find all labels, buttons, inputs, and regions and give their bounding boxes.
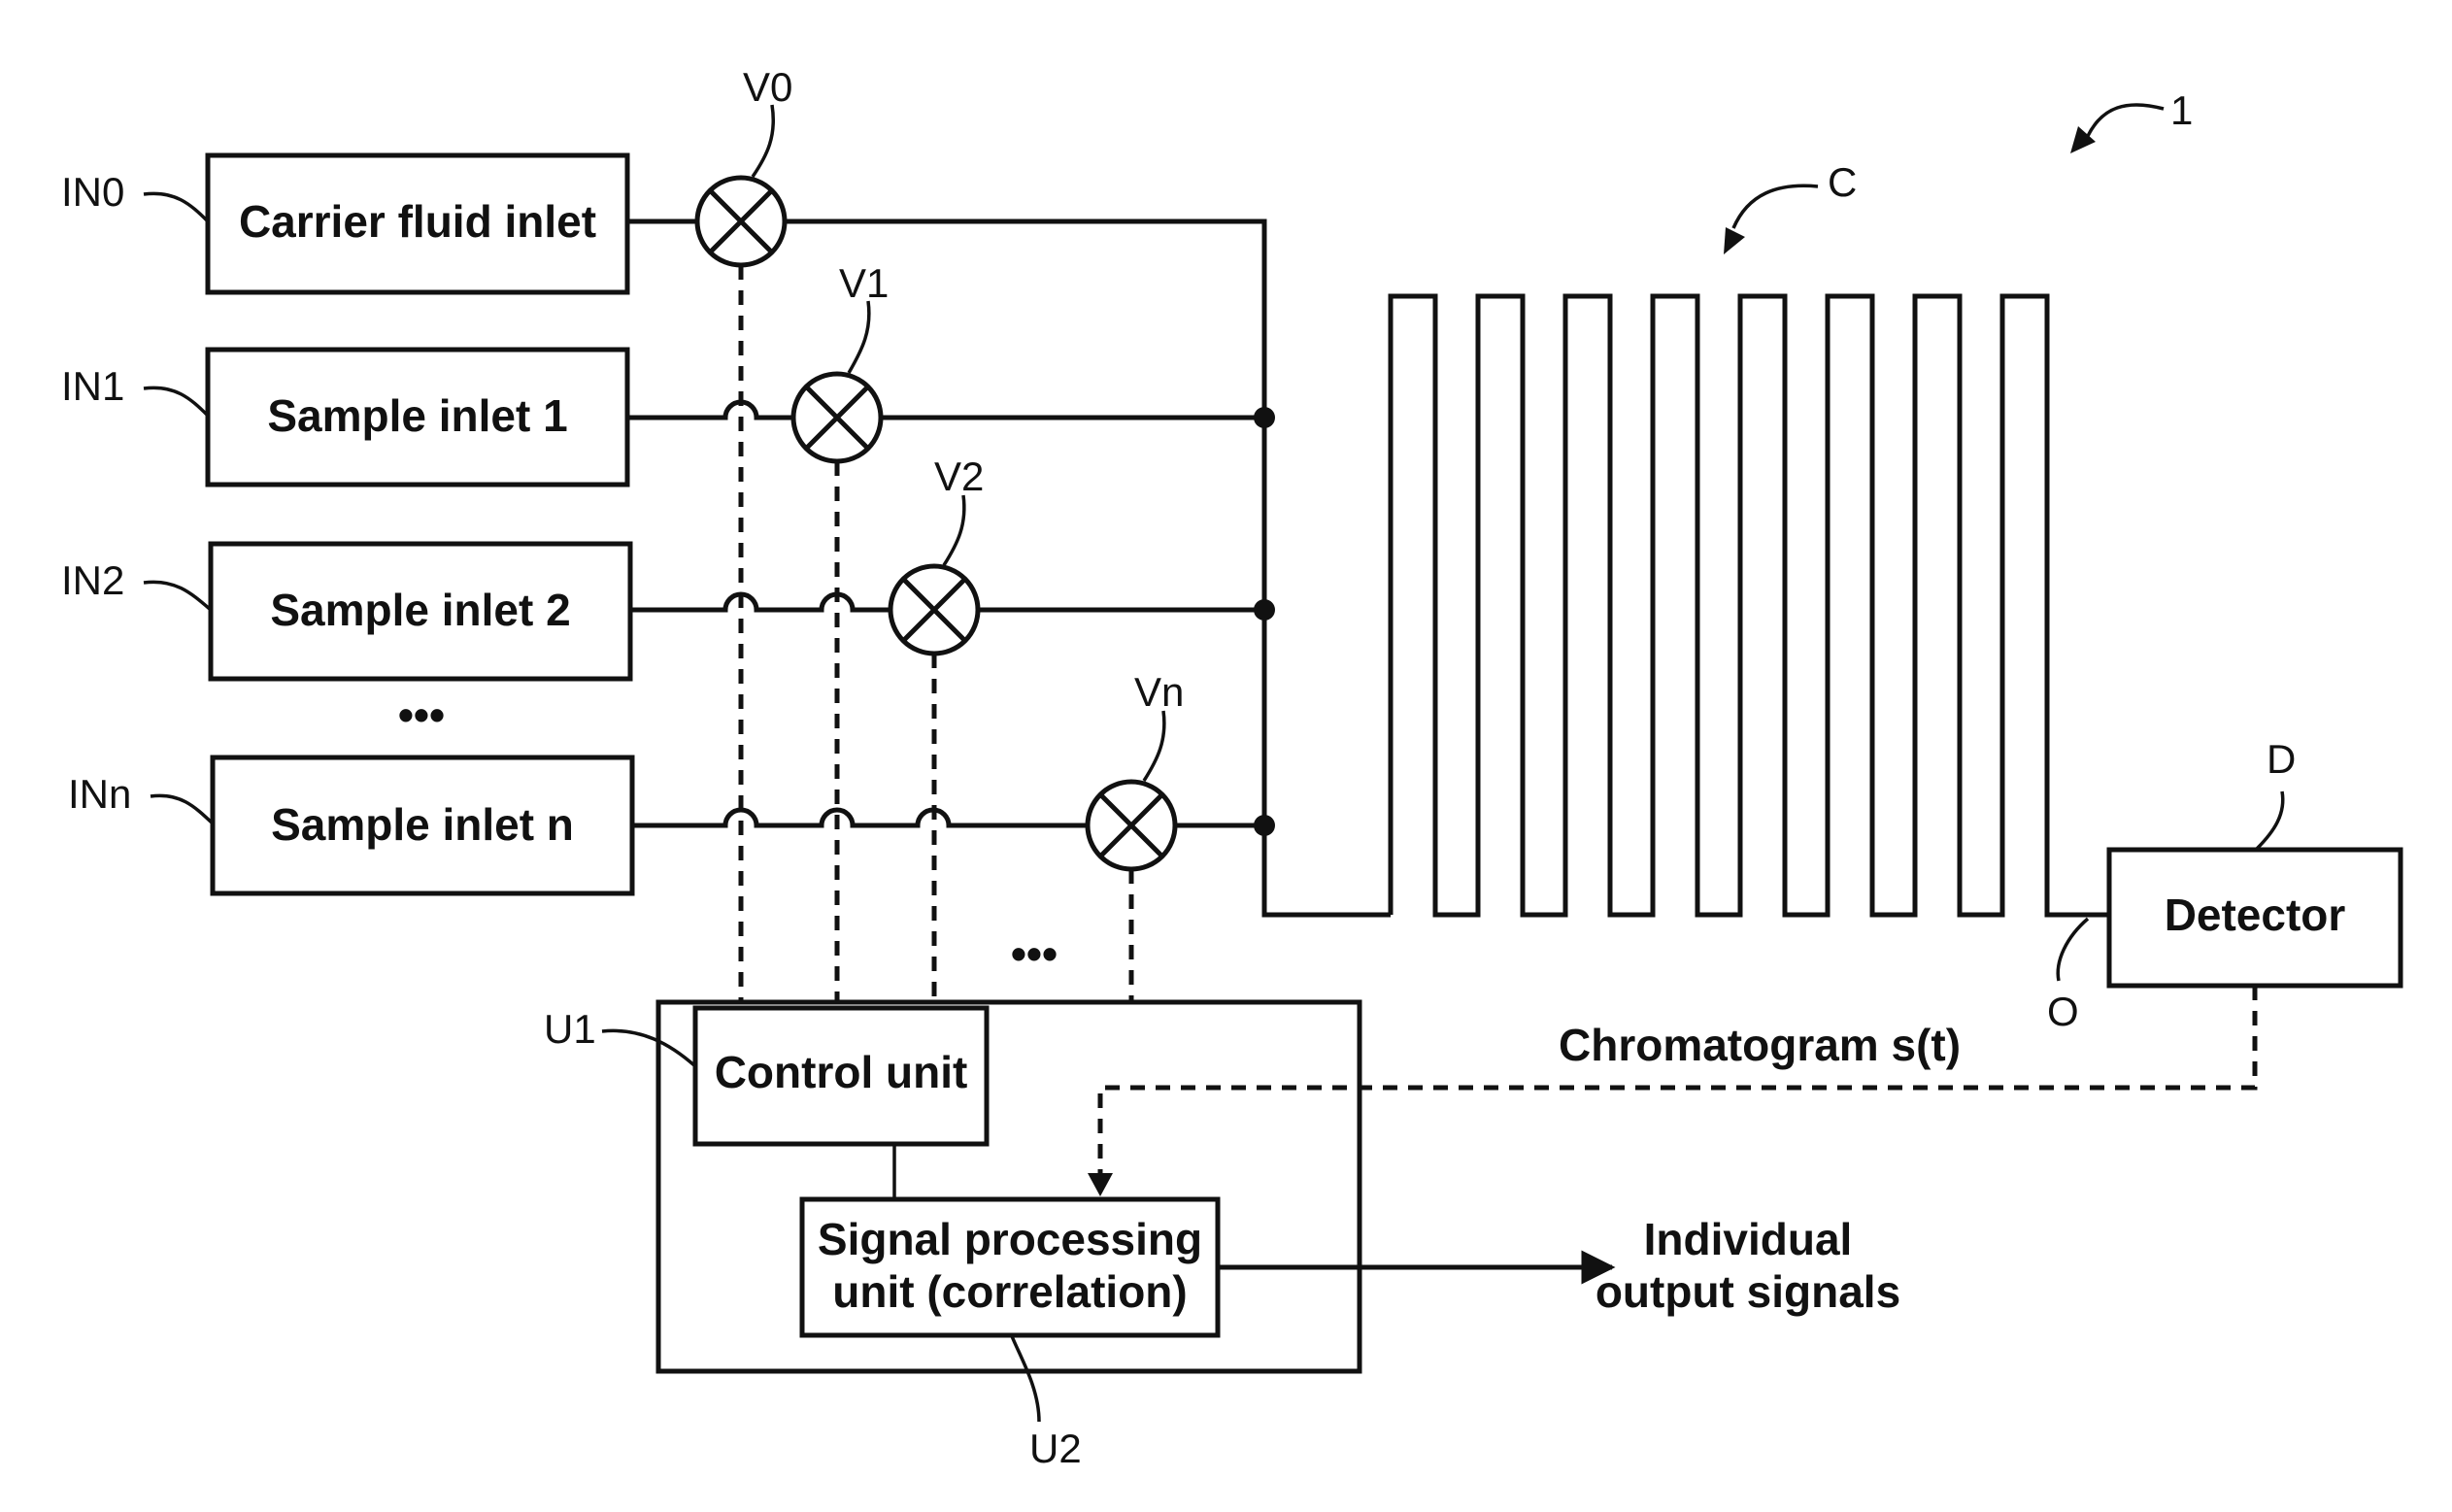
detector-ref: D <box>2267 736 2296 782</box>
valve-vn-icon <box>1088 782 1175 869</box>
valve-vn-label: Vn <box>1134 669 1184 715</box>
figure-ref-leader <box>2088 105 2164 136</box>
control-lines-ellipsis: ••• <box>1011 928 1058 979</box>
inlet-n-pipe-a <box>632 810 1088 825</box>
figure-ref-label: 1 <box>2170 87 2193 133</box>
inlet-1-ref-leader <box>144 387 208 416</box>
valve-v1-icon <box>793 374 881 461</box>
outlet-leader <box>2058 919 2088 981</box>
inlet-1-pipe-a <box>627 402 793 418</box>
inlet-n-ref: INn <box>68 771 131 817</box>
inlet-0-ref-leader <box>144 193 208 221</box>
column-ref-label: C <box>1828 159 1857 205</box>
output-label-line1: Individual <box>1644 1214 1853 1264</box>
valve-v1-label: V1 <box>839 260 889 306</box>
detector-label: Detector <box>2165 890 2346 940</box>
valve-v2-label: V2 <box>934 454 984 499</box>
inlet-1-ref: IN1 <box>61 363 124 409</box>
signal-processing-label-line1: Signal processing <box>818 1214 1202 1264</box>
separation-column <box>1391 296 2109 915</box>
carrier-fluid-inlet-label: Carrier fluid inlet <box>239 196 596 247</box>
inlet-2-pipe-a <box>630 594 890 610</box>
inlet-2-ref-leader <box>144 582 211 610</box>
inlet-2-ref: IN2 <box>61 557 124 603</box>
junction-2 <box>1254 599 1275 621</box>
valve-v2-leader <box>944 495 964 565</box>
junction-1 <box>1254 407 1275 428</box>
sample-inlet-1-label: Sample inlet 1 <box>267 390 567 441</box>
inlet-n-ref-leader <box>151 795 213 823</box>
chromatogram-label: Chromatogram s(t) <box>1559 1020 1961 1070</box>
control-unit-ref: U1 <box>544 1006 596 1052</box>
sample-inlet-n-label: Sample inlet n <box>271 799 574 850</box>
column-ref-arrowhead <box>1724 227 1745 254</box>
sample-inlet-2-label: Sample inlet 2 <box>270 585 570 635</box>
valve-vn-leader <box>1144 711 1164 781</box>
control-unit-label: Control unit <box>715 1047 968 1097</box>
output-label-line2: output signals <box>1595 1266 1900 1317</box>
inlets-ellipsis: ••• <box>398 689 445 740</box>
valve-v2-icon <box>890 566 978 654</box>
valve-v0-label: V0 <box>743 64 792 110</box>
signal-unit-ref: U2 <box>1029 1426 1082 1471</box>
inlet-0-ref: IN0 <box>61 169 124 215</box>
outlet-label: O <box>2047 989 2079 1034</box>
valve-v0-leader <box>753 105 773 177</box>
valve-v1-leader <box>849 301 869 373</box>
junction-n <box>1254 815 1275 836</box>
detector-ref-leader <box>2257 791 2283 849</box>
signal-processing-label-line2: unit (correlation) <box>832 1266 1187 1317</box>
valve-v0-icon <box>697 178 785 265</box>
column-ref-leader <box>1733 185 1818 228</box>
